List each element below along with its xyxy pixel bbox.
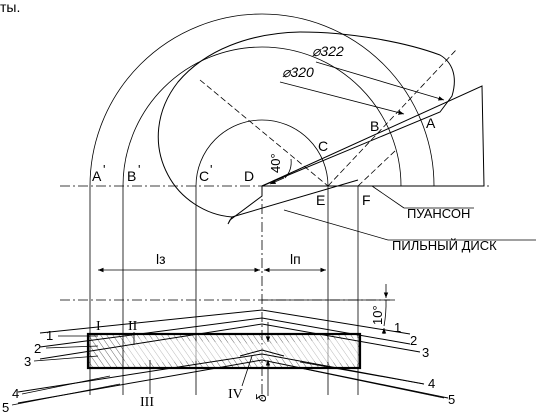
arc-outer: [89, 13, 435, 395]
construction-line-1: [199, 79, 329, 187]
arc-middle: [122, 46, 402, 395]
upper-wedge-3: [39, 323, 421, 360]
leader-d320: [279, 81, 405, 115]
number-1-left: 1: [46, 328, 53, 343]
prime-A: ': [103, 162, 105, 177]
top-cropped-text: ты.: [0, 0, 20, 15]
diameter-320-label: ⌀320: [282, 64, 314, 80]
point-D-label: D: [244, 168, 254, 184]
point-A-label: A: [426, 115, 436, 131]
point-E-label: E: [316, 192, 325, 208]
number-2-left: 2: [34, 341, 41, 356]
leader-5-right: [299, 367, 445, 399]
zone-III-label: III: [140, 395, 154, 410]
leader-IV: [241, 355, 253, 387]
point-F-label: F: [362, 192, 371, 208]
point-B-prime-label: B: [127, 168, 136, 184]
callout-disk-leader: [283, 209, 389, 241]
callout-saw-disk: ПИЛЬНЫЙ ДИСК: [392, 238, 497, 253]
diameter-322-label: ⌀322: [312, 43, 344, 59]
lower-wedge-4: [17, 353, 425, 393]
zone-II-label: II: [128, 319, 138, 334]
leader-4-right: [299, 361, 425, 385]
leader-4-left: [21, 375, 111, 395]
number-2-right: 2: [410, 333, 417, 348]
zone-IV-label: IV: [228, 387, 243, 402]
dim-lp-label: lп: [290, 251, 301, 267]
point-C-prime-label: C: [199, 168, 209, 184]
lower-wedge-5: [17, 359, 449, 404]
callout-punch-leader: [371, 185, 405, 209]
angle-10-arc: [383, 299, 387, 327]
construction-line-3: [357, 149, 397, 187]
number-4-left: 4: [12, 386, 19, 401]
number-1-right: 1: [394, 320, 401, 335]
leader-3-left: [33, 355, 99, 362]
leader-d322: [315, 61, 445, 101]
zone-center-core: [125, 338, 358, 364]
arc-inner: [195, 119, 329, 395]
number-4-right: 4: [428, 376, 435, 391]
prime-B: ': [138, 162, 140, 177]
angle-40-arc: [284, 158, 292, 179]
saw-disk-outline: [157, 31, 455, 225]
callout-punch: ПУАНСОН: [407, 206, 470, 221]
angle-40-label: 40°: [268, 153, 283, 173]
number-5-left: 5: [2, 400, 9, 415]
point-A-prime-label: A: [92, 168, 102, 184]
point-B-label: B: [370, 118, 379, 134]
delta-label: δ: [253, 394, 269, 402]
v-notch: [239, 349, 285, 357]
zone-I-label: I: [96, 319, 101, 334]
point-C-label: C: [318, 138, 328, 154]
dim-lz-label: lз: [156, 251, 166, 267]
upper-wedge-1: [39, 309, 411, 335]
cutting-edge-line: [231, 179, 359, 218]
prime-C: ': [210, 162, 212, 177]
angle-10-label: 10°: [370, 305, 385, 325]
upper-wedge-2: [39, 317, 411, 348]
leader-2-left: [45, 345, 99, 349]
number-3-left: 3: [24, 354, 31, 369]
number-3-right: 3: [422, 345, 429, 360]
number-5-right: 5: [448, 392, 455, 407]
leader-5-left: [11, 383, 121, 406]
construction-line-2: [327, 49, 457, 187]
punch-outline: [261, 85, 485, 187]
angle-40-arrow: [269, 177, 285, 185]
